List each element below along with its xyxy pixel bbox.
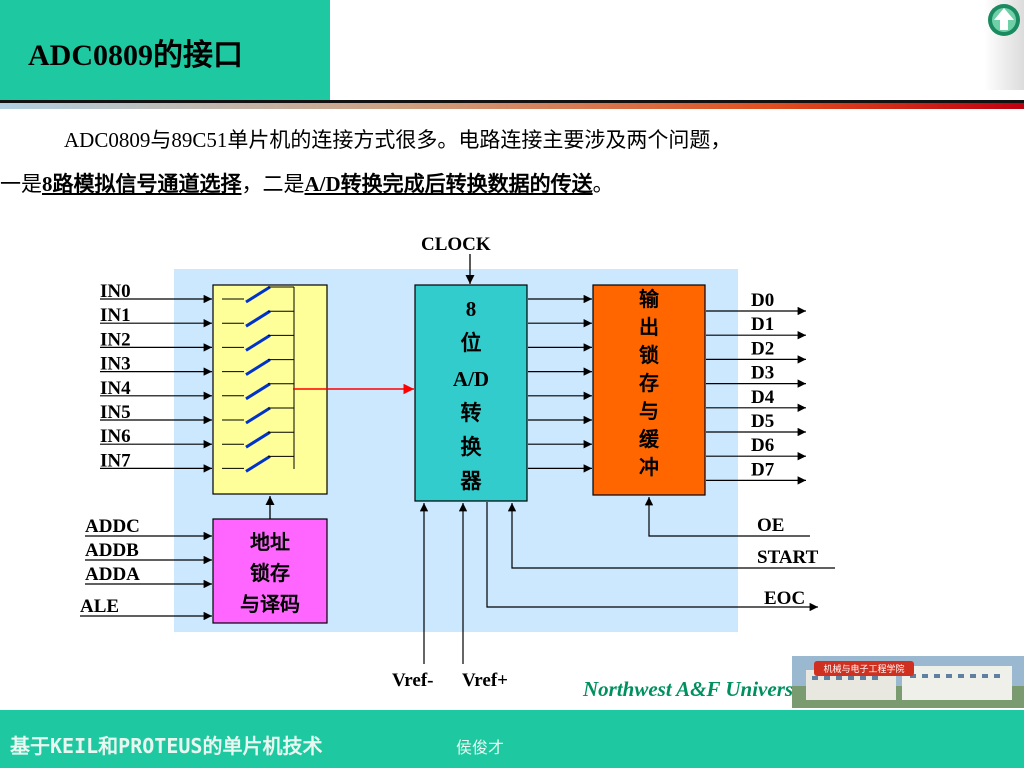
intro-line-1: ADC0809与89C51单片机的连接方式很多。电路连接主要涉及两个问题， <box>64 128 732 152</box>
address-input-lines <box>80 531 212 621</box>
switch-4 <box>245 382 271 401</box>
latch-char-3: 存 <box>639 371 659 395</box>
switch-2 <box>245 334 271 352</box>
ad-converter-block <box>414 284 528 502</box>
address-latch-text-2: 锁存 <box>250 561 290 585</box>
intro-part-3: 。 <box>592 172 614 196</box>
output-label-3: D3 <box>751 363 774 384</box>
switch-1 <box>245 309 271 328</box>
start-line <box>507 503 835 569</box>
input-label-7: IN7 <box>100 450 131 471</box>
clock-label: CLOCK <box>421 234 491 255</box>
address-label-ale: ALE <box>80 596 119 617</box>
output-label-1: D1 <box>751 314 774 335</box>
input-label-1: IN1 <box>100 305 131 326</box>
oe-label: OE <box>757 515 784 536</box>
data-bus <box>528 294 592 473</box>
converter-text-3: A/D <box>453 367 489 391</box>
switch-0 <box>245 285 271 304</box>
start-label: START <box>757 547 819 568</box>
gradient-divider <box>0 103 1024 109</box>
output-latch-block <box>592 284 706 496</box>
campus-image: 机械与电子工程学院 <box>792 656 1024 708</box>
address-latch-text-3: 与译码 <box>240 593 300 616</box>
converter-text-6: 器 <box>460 469 483 493</box>
output-label-4: D4 <box>751 387 775 408</box>
input-label-4: IN4 <box>100 378 131 399</box>
switch-6 <box>245 430 271 449</box>
home-button[interactable] <box>984 0 1024 90</box>
latch-char-0: 输 <box>639 287 660 311</box>
intro-highlight-channel: 8路模拟信号通道选择 <box>42 172 242 196</box>
input-label-0: IN0 <box>100 281 131 302</box>
converter-text-5: 换 <box>461 435 483 459</box>
output-label-5: D5 <box>751 411 774 432</box>
vref-plus-label: Vref+ <box>462 670 508 691</box>
address-latch-text-1: 地址 <box>250 531 290 554</box>
university-name: Northwest A&F University <box>583 677 815 701</box>
input-label-6: IN6 <box>100 426 131 447</box>
switch-5 <box>245 406 271 425</box>
output-label-7: D7 <box>751 459 775 480</box>
intro-highlight-transfer: A/D转换完成后转换数据的传送 <box>304 172 593 196</box>
vref-minus-label: Vref- <box>392 670 434 691</box>
latch-char-4: 与 <box>639 400 659 423</box>
title-divider <box>0 100 1024 103</box>
eoc-label: EOC <box>764 588 805 609</box>
switch-3 <box>245 358 271 376</box>
address-label-addc: ADDC <box>85 516 140 537</box>
latch-char-5: 缓 <box>639 427 660 451</box>
latch-char-1: 出 <box>639 316 659 339</box>
converter-text-1: 8 <box>466 297 477 321</box>
output-label-2: D2 <box>751 338 774 359</box>
eoc-line <box>486 502 818 612</box>
switch-7 <box>245 455 271 473</box>
address-label-adda: ADDA <box>85 564 140 585</box>
latch-char-2: 锁 <box>639 343 659 367</box>
converter-text-2: 位 <box>461 331 482 355</box>
title-banner: ADC0809的接口 <box>0 0 330 100</box>
intro-part-2: ，二是 <box>241 172 305 196</box>
home-icon <box>988 4 1020 36</box>
mux-switches <box>222 285 295 473</box>
address-latch-block <box>212 518 328 624</box>
intro-paragraph: ADC0809与89C51单片机的连接方式很多。电路连接主要涉及两个问题， 一是… <box>0 118 1000 206</box>
footer-bar: 基于KEIL和PROTEUS的单片机技术 侯俊才 <box>0 710 1024 768</box>
page-title: ADC0809的接口 <box>28 39 243 72</box>
footer-author: 侯俊才 <box>456 738 505 757</box>
latch-char-6: 冲 <box>639 456 659 479</box>
input-label-3: IN3 <box>100 354 131 375</box>
college-badge: 机械与电子工程学院 <box>823 663 904 675</box>
output-label-0: D0 <box>751 290 774 311</box>
converter-text-4: 转 <box>461 401 482 425</box>
oe-line <box>644 497 810 537</box>
output-label-6: D6 <box>751 435 774 456</box>
input-label-2: IN2 <box>100 329 131 350</box>
intro-part-1: 一是 <box>0 172 42 196</box>
address-label-addb: ADDB <box>85 540 139 561</box>
input-label-5: IN5 <box>100 402 131 423</box>
footer-course-title: 基于KEIL和PROTEUS的单片机技术 <box>10 734 323 758</box>
